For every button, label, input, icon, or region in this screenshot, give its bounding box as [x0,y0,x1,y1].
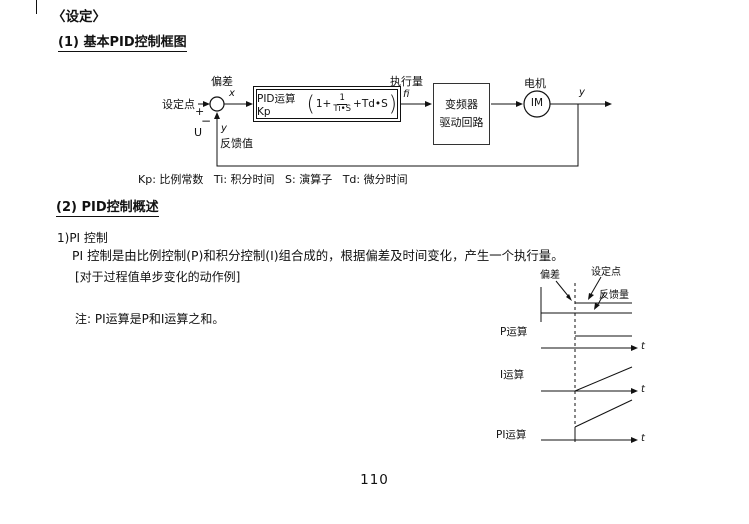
x-variable: x [229,88,235,99]
pi-note: 注: PI运算是P和I运算之和。 [75,312,225,326]
setpoint-label: 设定点 [162,98,195,111]
paren-open-symbol: ( [306,91,315,116]
pid-operation-box: PID运算 Kp ( 1+ 1 Ti•S +Td•S ) [253,86,401,122]
pi-control-heading: 1)PI 控制 [57,231,108,245]
t-axis-label-1: t [641,341,645,352]
i-output-ramp [574,366,633,392]
pid-term-2: +Td•S [353,98,388,110]
inverter-line-1: 变频器 [445,98,478,112]
pi-output-ramp [574,399,633,428]
summing-junction [209,96,225,112]
block-diagram-lines [198,90,612,167]
chart-row-label-i: I运算 [500,369,525,381]
feedback-value-label: 反馈值 [220,137,253,150]
pi-control-body: PI 控制是由比例控制(P)和积分控制(I)组合成的，根据偏差及时间变化，产生一… [72,248,564,263]
inverter-line-2: 驱动回路 [439,116,484,129]
plus-sign: + [195,105,205,118]
timing-chart-lines [540,276,638,444]
page-title: 〈设定〉 [52,9,106,25]
fraction-numerator: 1 [337,92,347,105]
u-variable: U [194,126,203,139]
chart-deviation-label: 偏差 [540,270,560,281]
fi-variable: fi [403,89,410,100]
deviation-label: 偏差 [211,75,233,88]
scan-edge-mark [36,0,37,14]
t-axis-label-3: t [641,433,645,444]
feedback-y-variable: y [221,123,227,134]
minus-sign: − [201,114,212,128]
page-number: 110 [360,472,389,488]
inverter-box: 变频器 驱动回路 [433,83,490,145]
actuation-label: 执行量 [390,75,423,88]
chart-row-label-pi: PI运算 [496,429,527,441]
chart-row-label-p: P运算 [500,326,528,338]
pid-term-1: 1+ [315,98,332,110]
pid-fraction: 1 Ti•S [333,92,352,115]
paren-close-symbol: ) [388,91,397,116]
step-example-label: [对于过程值单步变化的动作例] [75,270,241,284]
section-2-heading: (2) PID控制概述 [56,196,159,217]
diagram-legend: Kp: 比例常数 Ti: 积分时间 S: 演算子 Td: 微分时间 [138,173,408,186]
t-axis-label-2: t [641,384,645,395]
fraction-denominator: Ti•S [333,103,352,114]
pid-prefix: PID运算 Kp [257,92,296,118]
motor-label: 电机 [524,77,546,90]
section-1-heading: (1) 基本PID控制框图 [58,31,187,52]
motor-im-text: IM [530,97,544,109]
chart-setpoint-label: 设定点 [591,267,621,278]
output-y-variable: y [579,87,585,98]
feedback-path [216,104,579,167]
chart-feedback-label: 反馈量 [599,290,629,301]
